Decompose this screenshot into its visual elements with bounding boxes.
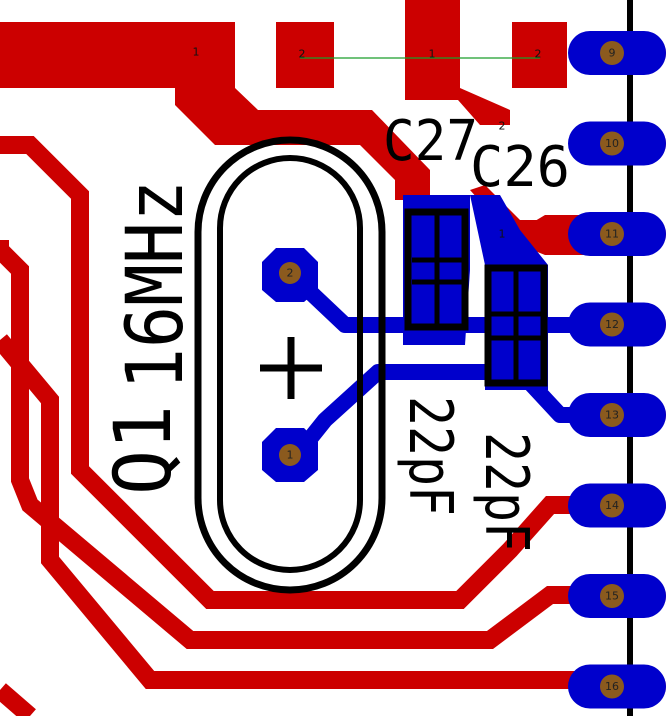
header-pin-label: 15 (605, 590, 619, 603)
header-pin-label: 10 (605, 137, 619, 150)
c27-value: 22pF (395, 396, 465, 516)
header-pins: 9 10 11 12 13 14 15 16 (568, 31, 666, 709)
crystal-pad-2-label: 2 (287, 267, 294, 280)
crystal-value: 16MHz (111, 180, 201, 390)
header-pin-drill (600, 584, 624, 608)
crystal-pad-1-label: 1 (287, 449, 294, 462)
header-pin-drill (600, 41, 624, 65)
header-pin-drill (600, 131, 624, 156)
header-pin-label: 13 (605, 409, 619, 422)
smd-label-top-2: 2 (299, 48, 306, 61)
header-pin-drill (600, 312, 624, 337)
smd-label-c27-2: 2 (499, 120, 506, 133)
trace-pin14[interactable] (0, 136, 600, 609)
crystal-outline-outer (194, 136, 386, 594)
c27-outline (404, 208, 469, 331)
header-pin-11[interactable]: 11 (568, 212, 666, 256)
silkscreen-text: Q1 16MHz C27 C26 22pF 22pF (99, 109, 570, 552)
trace-edge-left[interactable] (0, 683, 36, 716)
header-pin-16[interactable]: 16 (568, 664, 666, 709)
header-pin-label: 9 (609, 47, 616, 60)
c26-outline (484, 264, 548, 387)
crystal-pad-1[interactable]: 1 (262, 428, 318, 482)
header-pin-12[interactable]: 12 (568, 302, 666, 347)
header-pin-label: 11 (605, 228, 619, 241)
c26-designator: C26 (470, 135, 570, 200)
smd-label-top-3: 1 (429, 48, 436, 61)
crystal-pads: 2 1 (262, 248, 318, 482)
header-pin-label: 12 (605, 318, 619, 331)
header-pin-10[interactable]: 10 (568, 121, 666, 166)
smd-pad-top-4[interactable] (512, 22, 567, 88)
trace-pin15[interactable] (0, 240, 600, 649)
c26-value: 22pF (471, 432, 541, 552)
smd-label-c27-1: 1 (499, 228, 506, 241)
header-pin-14[interactable]: 14 (568, 483, 666, 528)
smd-pad-top-1[interactable] (0, 22, 235, 88)
smd-label-top-4: 2 (535, 48, 542, 61)
header-pin-label: 14 (605, 499, 619, 512)
header-pin-drill (600, 222, 624, 246)
c27-designator: C27 (383, 109, 478, 174)
header-pin-drill (600, 403, 624, 427)
smd-label-top-1: 1 (193, 46, 200, 59)
smd-pad-top-2[interactable] (276, 22, 334, 88)
header-pin-label: 16 (605, 680, 619, 693)
header-pin-15[interactable]: 15 (568, 574, 666, 618)
smd-pad-top-3[interactable] (405, 0, 510, 125)
trace-pin16[interactable] (0, 334, 600, 689)
top-copper-layer (0, 136, 600, 716)
crystal-designator: Q1 (99, 405, 189, 495)
header-pin-9[interactable]: 9 (568, 31, 666, 75)
header-pin-13[interactable]: 13 (568, 393, 666, 437)
smd-pad-labels: 1 2 1 2 2 1 (193, 46, 542, 241)
crystal-pad-2[interactable]: 2 (262, 248, 318, 302)
header-pin-drill (600, 674, 624, 699)
crystal-outline-inner (217, 155, 363, 573)
header-pin-drill (600, 493, 624, 518)
